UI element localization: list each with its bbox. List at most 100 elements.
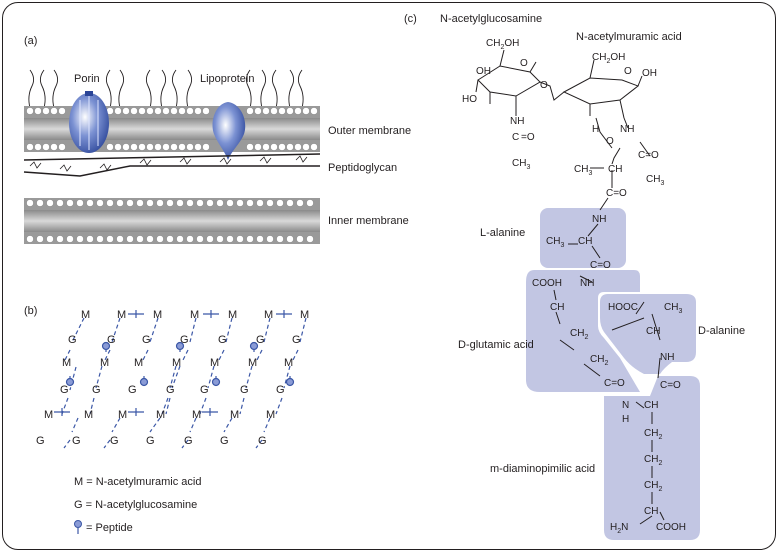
lipoprotein-label: Lipoprotein [200,73,254,85]
panel-a-label: (a) [24,35,37,47]
nam-h: H [592,124,599,135]
peptidoglycan-label: Peptidoglycan [328,162,397,174]
d-ala-ch: CH [646,326,660,337]
lactyl-ch3: CH3 [574,164,592,177]
lattice-g: G [218,334,227,346]
outer-membrane [24,106,320,152]
nag-eq-o: =O [521,132,535,143]
lattice-g: G [184,435,193,447]
lattice-m: M [230,409,239,421]
d-ala-nh: NH [660,352,674,363]
nag-ch2oh: CH2OH [486,38,519,51]
nam-ring-o: O [624,66,632,77]
porin-protein [69,91,109,153]
lactyl-o: O [606,136,614,147]
d-ala-ch3: CH3 [664,302,682,315]
lattice-g: G [292,334,301,346]
porin-label: Porin [74,73,100,85]
d-glu-ch: CH [550,302,564,313]
d-glu-ch2a: CH2 [570,328,588,341]
lattice-m: M [300,309,309,321]
nag-c: C [512,132,519,143]
lattice-g: G [110,435,119,447]
lattice-m: M [62,357,71,369]
lactyl-ch: CH [608,164,622,175]
nam-co: C=O [638,150,659,161]
lattice-m: M [192,409,201,421]
lattice-g: G [128,384,137,396]
peptide-legend-icon [74,520,82,534]
lattice-g: G [180,334,189,346]
inner-membrane-label: Inner membrane [328,215,409,227]
d-glu-cooh: COOH [532,278,562,289]
dap-h: H [622,414,629,425]
d-alanine-label: D-alanine [698,325,745,337]
l-ala-nh: NH [592,214,606,225]
lattice-m: M [81,309,90,321]
box-dap [604,376,700,540]
dap-ch: CH [644,400,658,411]
panel-c-label: (c) [404,13,417,25]
lattice-legend: M = N-acetylmuramic acid G = N-acetylglu… [74,476,201,534]
dap-ch2-2: CH2 [644,454,662,467]
lattice-m: M [156,409,165,421]
lattice-g: G [107,334,116,346]
dap-ch2-1: CH2 [644,428,662,441]
dap-ch-2: CH [644,506,658,517]
dap-h2n: H2N [610,522,628,535]
lattice-m: M [210,357,219,369]
lattice-g: G [220,435,229,447]
l-ala-ch3: CH3 [546,236,564,249]
dap-cooh: COOH [656,522,686,533]
lattice-g: G [166,384,175,396]
lattice-m: M [118,409,127,421]
lattice-g: G [146,435,155,447]
nag-ch3: CH3 [512,158,530,171]
nag-oh: OH [476,66,491,77]
d-glu-nh: NH [580,278,594,289]
lattice-m: M [172,357,181,369]
l-ala-co: C=O [590,260,611,271]
lattice-g: G [68,334,77,346]
lattice-g: G [60,384,69,396]
lattice-m: M [248,357,257,369]
nag-nh: NH [510,116,524,127]
d-glutamic-acid-label: D-glutamic acid [458,339,534,351]
nam-nh: NH [620,124,634,135]
legend-m: M = N-acetylmuramic acid [74,476,201,488]
dap-co: C=O [660,380,681,391]
nag-ho: HO [462,94,477,105]
l-alanine-label: L-alanine [480,227,525,239]
nam-label: N-acetylmuramic acid [576,31,682,43]
nag-label: N-acetylglucosamine [440,13,542,25]
lattice-m: M [153,309,162,321]
lattice-g: G [200,384,209,396]
dap-label: m-diaminopimilic acid [490,463,595,475]
lattice-m: M [264,309,273,321]
lattice-g: G [276,384,285,396]
l-ala-ch: CH [578,236,592,247]
inner-membrane [24,198,320,244]
legend-g: G = N-acetylglucosamine [74,499,197,511]
box-d-glutamic-acid [526,270,640,392]
lattice-m: M [84,409,93,421]
lattice-g: G [256,334,265,346]
nag-ring-o: O [520,58,528,69]
sugar-rings [475,49,651,188]
d-glu-co: C=O [604,378,625,389]
glycosidic-o: O [540,80,548,91]
lattice-g: G [240,384,249,396]
d-ala-hooc: HOOC [608,302,638,313]
lattice-m: M [134,357,143,369]
lattice-g: G [142,334,151,346]
dap-n: N [622,400,629,411]
lattice-letters: M M M M M M M G G G G G G G M M M M M M … [36,309,309,447]
outer-membrane-label: Outer membrane [328,125,411,137]
peptidoglycan-layer [23,153,321,177]
peptidoglycan-lattice [54,310,307,449]
box-d-alanine [600,294,696,374]
lattice-m: M [44,409,53,421]
box-l-alanine [540,208,626,268]
legend-p: = Peptide [86,522,133,534]
